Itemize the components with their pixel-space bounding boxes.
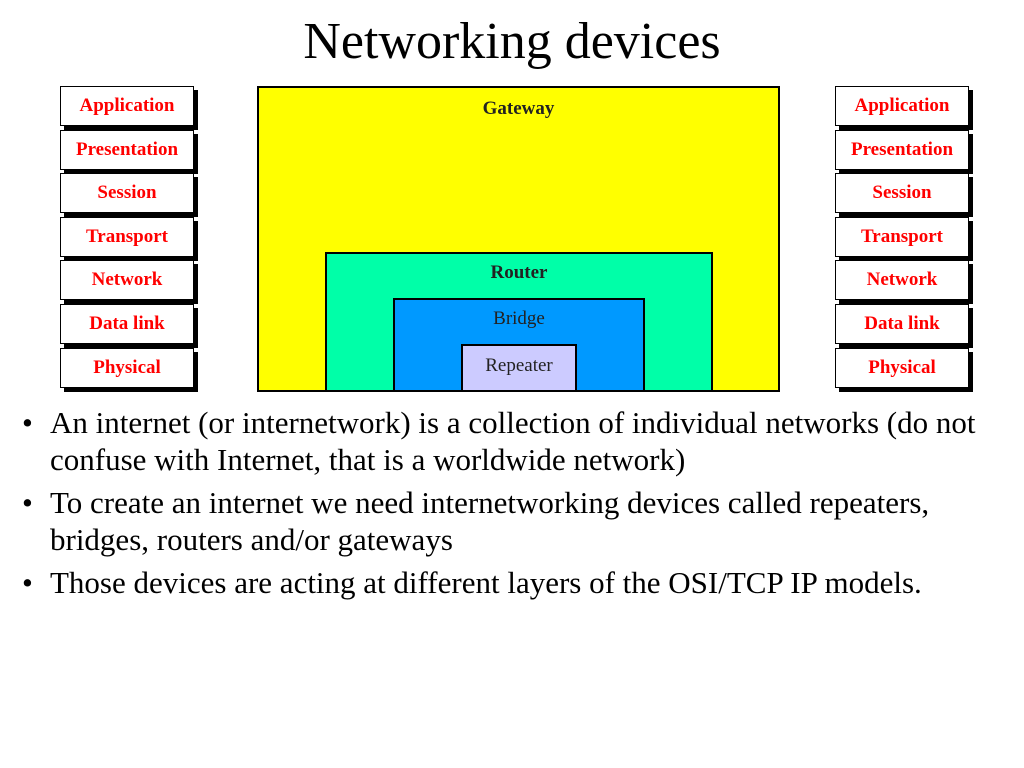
layer-label: Session	[835, 173, 969, 214]
osi-layer-session: Session	[60, 173, 198, 218]
slide-title: Networking devices	[303, 13, 721, 70]
bullet-text: To create an internet we need internetwo…	[50, 485, 930, 557]
osi-layer-network: Network	[835, 260, 973, 305]
bridge-label: Bridge	[493, 308, 545, 329]
osi-layer-network: Network	[60, 260, 198, 305]
osi-layer-physical: Physical	[835, 347, 973, 392]
bullet-list: • An internet (or internetwork) is a col…	[22, 404, 1002, 607]
bullet-text: Those devices are acting at different la…	[50, 565, 922, 600]
bullet-text: An internet (or internetwork) is a colle…	[50, 405, 976, 477]
bullet-item: • An internet (or internetwork) is a col…	[22, 404, 1002, 478]
layer-label: Physical	[835, 347, 969, 388]
bullet-symbol: •	[22, 565, 33, 600]
osi-layer-presentation: Presentation	[835, 129, 973, 174]
osi-layer-session: Session	[835, 173, 973, 218]
bullet-symbol: •	[22, 485, 33, 520]
bullet-item: • Those devices are acting at different …	[22, 564, 1002, 601]
osi-layer-physical: Physical	[60, 347, 198, 392]
osi-layer-application: Application	[835, 86, 973, 130]
layer-label: Transport	[835, 216, 969, 257]
layer-label: Data link	[60, 303, 194, 344]
bullet-item: • To create an internet we need internet…	[22, 484, 1002, 558]
repeater-label: Repeater	[485, 355, 553, 376]
layer-label: Data link	[835, 303, 969, 344]
repeater-box: Repeater	[461, 344, 577, 392]
layer-label: Session	[60, 173, 194, 214]
layer-label: Presentation	[835, 129, 969, 170]
layer-label: Network	[60, 260, 194, 301]
layer-label: Transport	[60, 216, 194, 257]
osi-layer-presentation: Presentation	[60, 129, 198, 174]
layer-label: Application	[60, 86, 194, 126]
osi-stack-right: Application Presentation Session Transpo…	[835, 86, 973, 392]
osi-layer-transport: Transport	[835, 216, 973, 261]
layer-label: Physical	[60, 347, 194, 388]
layer-label: Network	[835, 260, 969, 301]
osi-layer-data-link: Data link	[835, 303, 973, 348]
osi-stack-left: Application Presentation Session Transpo…	[60, 86, 198, 392]
gateway-label: Gateway	[482, 98, 555, 119]
bullet-symbol: •	[22, 405, 33, 440]
osi-layer-data-link: Data link	[60, 303, 198, 348]
router-label: Router	[490, 262, 548, 283]
layer-label: Application	[835, 86, 969, 126]
osi-layer-transport: Transport	[60, 216, 198, 261]
osi-layer-application: Application	[60, 86, 198, 130]
layer-label: Presentation	[60, 129, 194, 170]
